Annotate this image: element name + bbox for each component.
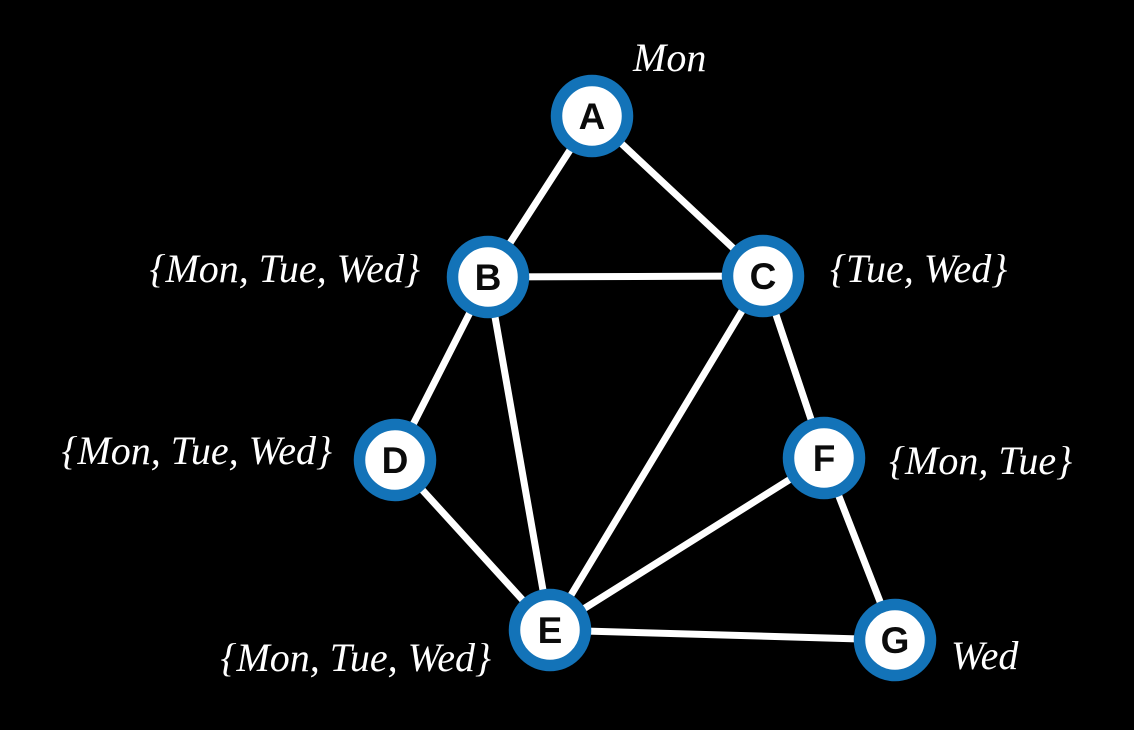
edge-B-E — [484, 273, 554, 634]
node-A: A Mon — [550, 35, 706, 158]
node-A-letter: A — [579, 96, 606, 137]
node-F: F {Mon, Tue} — [782, 416, 1072, 500]
node-E-domain-label: {Mon, Tue, Wed} — [220, 635, 491, 680]
node-A-domain-label: Mon — [632, 35, 706, 80]
node-D-circle — [353, 418, 437, 502]
node-E-circle — [508, 588, 592, 672]
node-B-circle — [446, 235, 530, 319]
node-E-letter: E — [538, 610, 563, 651]
node-A-circle — [550, 74, 634, 158]
node-C-domain-label: {Tue, Wed} — [830, 246, 1007, 291]
node-E: E {Mon, Tue, Wed} — [220, 588, 592, 680]
node-B: B {Mon, Tue, Wed} — [149, 235, 530, 319]
node-B-domain-label: {Mon, Tue, Wed} — [149, 246, 420, 291]
edge-E-G — [546, 626, 899, 644]
node-F-circle — [782, 416, 866, 500]
edge-C-E — [546, 272, 767, 634]
node-G-domain-label: Wed — [951, 633, 1019, 678]
node-C: C {Tue, Wed} — [721, 234, 1007, 318]
node-F-domain-label: {Mon, Tue} — [889, 438, 1072, 483]
node-B-letter: B — [475, 257, 502, 298]
node-G: G Wed — [853, 598, 1019, 682]
node-F-letter: F — [813, 438, 836, 479]
edge-B-C — [484, 272, 767, 281]
node-G-circle — [853, 598, 937, 682]
node-D: D {Mon, Tue, Wed} — [61, 418, 437, 502]
node-C-circle — [721, 234, 805, 318]
node-D-domain-label: {Mon, Tue, Wed} — [61, 428, 332, 473]
edge-E-F — [546, 454, 828, 634]
node-G-letter: G — [881, 620, 910, 661]
node-C-letter: C — [750, 256, 777, 297]
node-D-letter: D — [382, 440, 409, 481]
